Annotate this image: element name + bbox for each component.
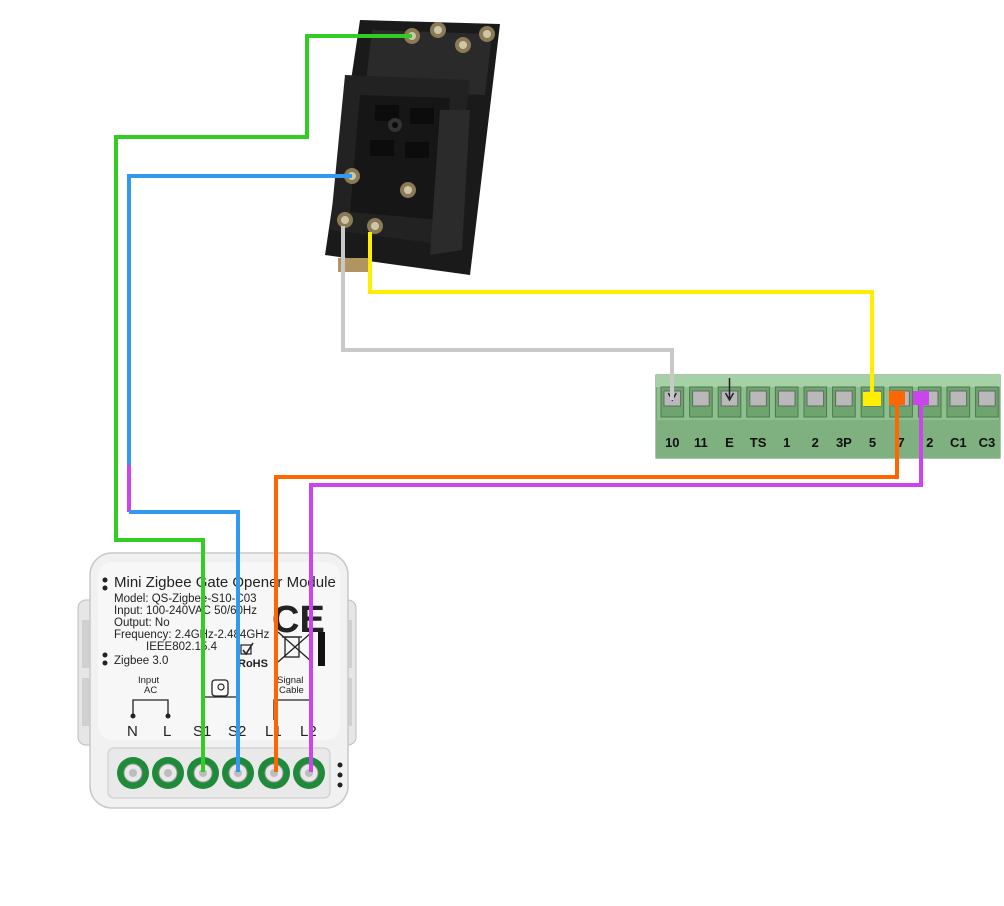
- wire-grey: [341, 226, 674, 400]
- term-label-l1: L1: [265, 723, 282, 740]
- terminal-2: E: [717, 386, 742, 450]
- weee-bin-icon: [277, 631, 313, 663]
- term-label-n: N: [127, 723, 138, 740]
- terminal-label-5: 2: [812, 435, 819, 450]
- rohs-label: RoHS: [238, 658, 268, 670]
- terminal-10: C1: [946, 386, 971, 450]
- terminal-11: C3: [975, 386, 999, 450]
- terminal-label-6: 3P: [836, 435, 852, 450]
- wire-green: [114, 34, 412, 772]
- module-model: Model: QS-Zigbee-S10-C03: [114, 593, 257, 605]
- terminal-label-0: 10: [665, 435, 679, 450]
- ac-bracket: [132, 699, 169, 715]
- terminal-5: 2: [803, 386, 828, 450]
- class-ii-bar: [318, 632, 325, 666]
- terminal-label-1: 11: [694, 435, 708, 450]
- terminal-label-4: 1: [783, 435, 790, 450]
- module-ieee: IEEE802.15.4: [146, 641, 218, 653]
- orange-cap: [889, 391, 905, 405]
- module-terminal-l: [152, 757, 184, 789]
- terminal-6: 3P: [832, 386, 856, 450]
- signal-label: Signal: [277, 675, 303, 686]
- terminal-label-9: 2: [926, 435, 933, 450]
- ce-mark: CE: [272, 599, 325, 641]
- wire-blue-upper: [127, 174, 352, 465]
- terminal-label-10: C1: [950, 435, 967, 450]
- terminal-0: 10: [660, 386, 685, 450]
- relay-socket: [325, 20, 500, 275]
- wire-orange: [274, 396, 899, 772]
- terminal-block: 10 11 E TS 1 2 3P 5 7 2 C1 C3: [655, 374, 1001, 459]
- terminal-4: 1: [774, 386, 799, 450]
- module-output: Output: No: [114, 617, 170, 629]
- module-terminal-l2: [293, 757, 325, 789]
- input-label: Input: [138, 675, 159, 686]
- arrow-icon: [724, 378, 735, 402]
- module-terminal-s2: [222, 757, 254, 789]
- wire-blue-lower: [129, 510, 240, 772]
- terminal-label-11: C3: [979, 435, 996, 450]
- terminal-3: TS: [746, 386, 770, 450]
- zigbee-module: [77, 552, 357, 809]
- terminal-label-7: 5: [869, 435, 876, 450]
- magenta-cap: [913, 391, 929, 405]
- ac-label: AC: [144, 685, 157, 696]
- rohs-check-icon: [240, 642, 254, 656]
- wire-magenta: [309, 396, 923, 772]
- term-label-l: L: [163, 723, 171, 740]
- terminal-label-3: TS: [750, 435, 767, 450]
- yellow-cap: [863, 392, 881, 406]
- module-input: Input: 100-240VAC 50/60Hz: [114, 605, 257, 617]
- cable-label: Cable: [279, 685, 304, 696]
- terminal-1: 11: [689, 386, 713, 450]
- module-terminal-l1: [258, 757, 290, 789]
- term-label-l2: L2: [300, 723, 317, 740]
- wires: [114, 34, 923, 772]
- module-zigbee: Zigbee 3.0: [114, 655, 168, 667]
- module-frequency: Frequency: 2.4GHz-2.484GHz: [114, 629, 270, 641]
- module-title: Mini Zigbee Gate Opener Module: [114, 574, 336, 591]
- module-terminal-n: [117, 757, 149, 789]
- terminal-label-8: 7: [897, 435, 904, 450]
- wire-yellow: [368, 232, 874, 400]
- terminal-label-2: E: [725, 435, 734, 450]
